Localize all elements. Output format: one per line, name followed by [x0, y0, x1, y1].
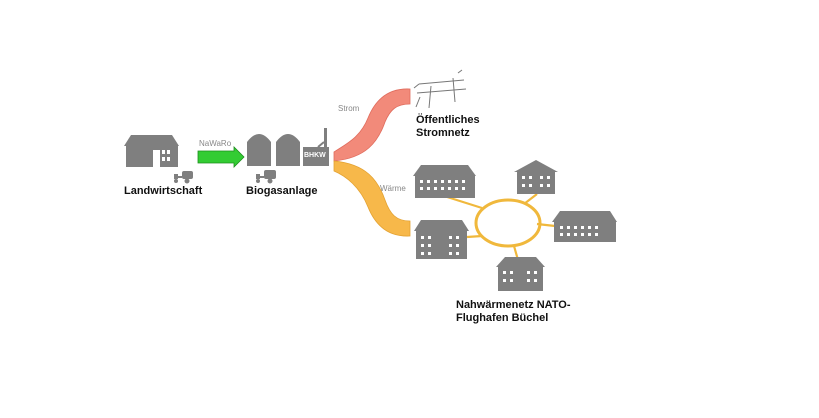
digester-icon: [247, 134, 300, 166]
renewable-label: NaWaRo: [199, 139, 232, 148]
chp-unit-icon: [303, 128, 329, 166]
renewable-arrow: [197, 146, 245, 168]
power-pylon-icon: [413, 69, 467, 109]
apartment-building-icon: [552, 211, 617, 242]
apartment-building-icon: [496, 257, 545, 291]
grid-label-line2: Stromnetz: [416, 127, 470, 139]
apartment-building-icon: [413, 165, 476, 198]
power-label: Strom: [338, 104, 360, 113]
heat-network-label-line2: Flughafen Büchel: [456, 312, 549, 324]
farmhouse-icon: [124, 135, 179, 167]
heat-network-label-line1: Nahwärmenetz NATO-: [456, 299, 571, 311]
biogas-label: Biogasanlage: [246, 185, 318, 197]
tractor-icon: [256, 170, 276, 184]
heat-label: Wärme: [380, 184, 406, 193]
farm-label: Landwirtschaft: [124, 185, 203, 197]
chp-label: BHKW: [304, 152, 326, 159]
heat-flow: [333, 160, 411, 237]
tractor-icon: [174, 171, 193, 184]
heat-network-ring: [443, 193, 556, 261]
grid-label-line1: Öffentliches: [416, 114, 480, 126]
apartment-building-icon: [514, 160, 558, 194]
power-flow: [333, 88, 411, 162]
apartment-building-icon: [414, 220, 469, 259]
